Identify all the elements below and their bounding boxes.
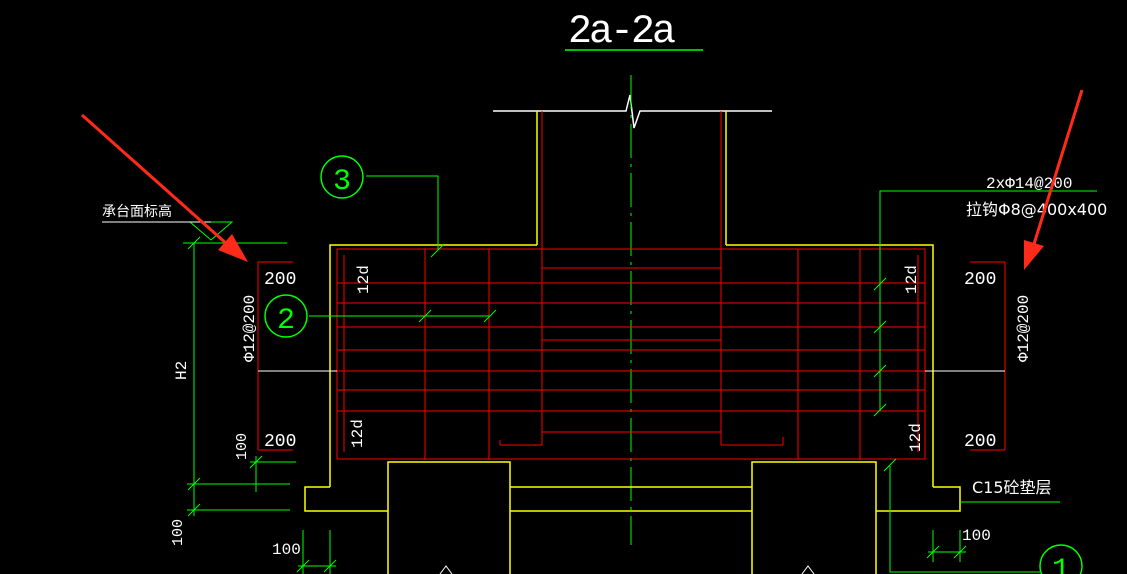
marker-1: 1 xyxy=(1039,544,1083,574)
cap-top-elevation-label: 承台面标高 xyxy=(102,203,172,220)
dim-200-right-bottom: 200 xyxy=(964,432,996,452)
dim-100-vertical-upper: 100 xyxy=(234,433,251,460)
marker-1-label: 1 xyxy=(1052,554,1070,574)
annotation-arrow-left xyxy=(81,113,248,262)
marker-2: 2 xyxy=(264,294,308,338)
dim-100-bottom-right: 100 xyxy=(962,527,991,545)
marker-3-label: 3 xyxy=(333,165,351,199)
anchor-12d-right-top: 12d xyxy=(903,265,921,294)
leader-lines xyxy=(309,175,1097,573)
dim-200-right-top: 200 xyxy=(964,270,996,290)
rebar-top-label: 2xΦ14@200 xyxy=(986,175,1072,193)
dim-100-bottom-left: 100 xyxy=(272,541,301,559)
anchor-12d-left-bottom: 12d xyxy=(349,419,367,448)
marker-2-label: 2 xyxy=(277,304,295,338)
anchor-12d-left-top: 12d xyxy=(355,265,373,294)
tie-bar-label: 拉钩Φ8@400x400 xyxy=(966,200,1107,219)
section-title: 2a-2a xyxy=(568,10,676,55)
pile-tip-marks xyxy=(439,565,815,574)
marker-3: 3 xyxy=(320,155,364,199)
anchor-12d-right-bottom: 12d xyxy=(907,423,925,452)
annotation-arrow-right xyxy=(1024,89,1084,270)
rebar-cage xyxy=(257,247,1006,460)
side-rebar-label-right: Φ12@200 xyxy=(1015,295,1033,362)
height-label: H2 xyxy=(173,361,191,380)
dim-100-vertical-lower: 100 xyxy=(170,519,187,546)
side-rebar-label-left: Φ12@200 xyxy=(241,295,259,362)
column-stub xyxy=(493,94,772,247)
pile-cap-outline xyxy=(304,244,961,574)
dimension-lines xyxy=(102,221,967,574)
cushion-label: C15砼垫层 xyxy=(972,478,1052,497)
dim-200-left-bottom: 200 xyxy=(264,432,296,452)
dim-200-left-top: 200 xyxy=(264,270,296,290)
